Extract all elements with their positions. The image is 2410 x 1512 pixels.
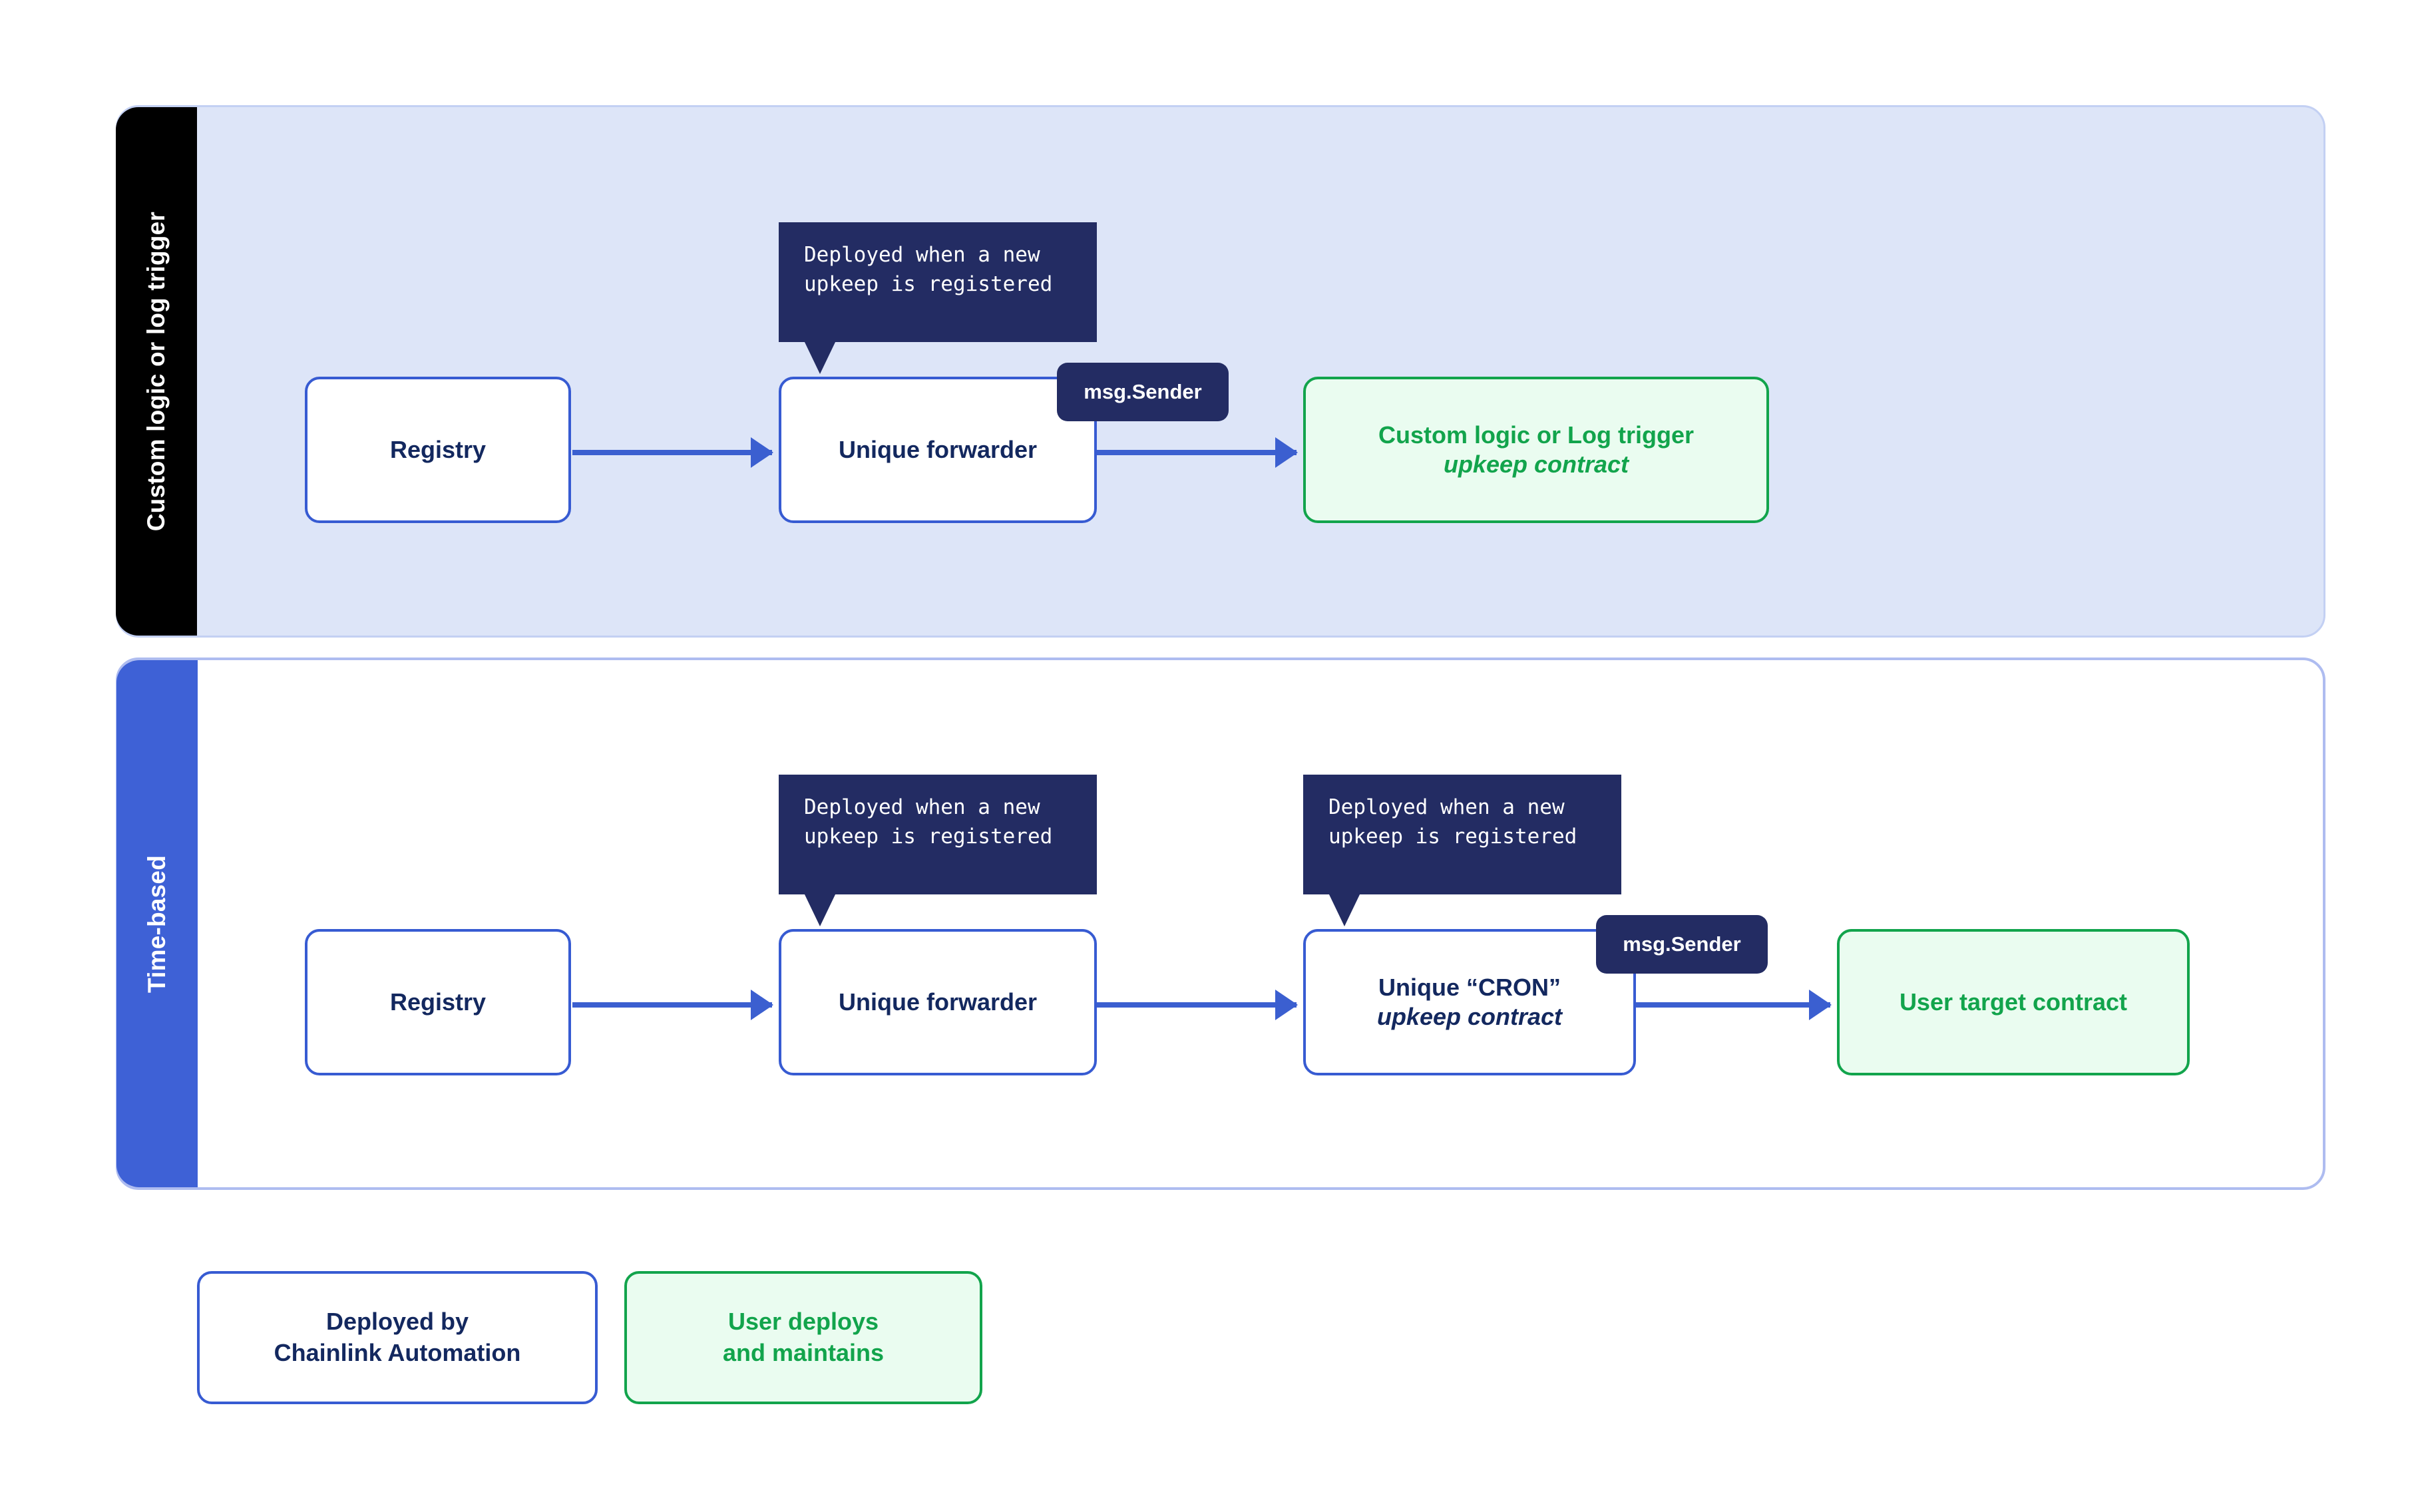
callout-text: Deployed when a new upkeep is registered bbox=[804, 795, 1053, 849]
panel-time-based: Time-based bbox=[116, 658, 2325, 1190]
badge-label: msg.Sender bbox=[1623, 932, 1741, 956]
legend-label-line2: and maintains bbox=[722, 1339, 885, 1366]
callout-tail bbox=[804, 341, 836, 374]
node-unique-forwarder-row2[interactable]: Unique forwarder bbox=[779, 929, 1097, 1075]
node-label-line2: upkeep contract bbox=[1376, 1003, 1563, 1030]
connector-forwarder-to-cron-row2 bbox=[1097, 1002, 1297, 1008]
connector-registry-to-forwarder-row2 bbox=[572, 1002, 772, 1008]
node-label-line1: Unique forwarder bbox=[838, 988, 1038, 1016]
node-label-line2: upkeep contract bbox=[1443, 451, 1629, 478]
legend-label-line2: Chainlink Automation bbox=[274, 1339, 521, 1366]
node-registry-row1[interactable]: Registry bbox=[305, 377, 571, 523]
side-tab-time-based: Time-based bbox=[116, 660, 198, 1187]
callout-tail bbox=[804, 893, 836, 926]
arrowhead-forwarder-to-upkeep bbox=[1275, 437, 1298, 468]
callout-tail bbox=[1328, 893, 1360, 926]
node-upkeep-contract-row1[interactable]: Custom logic or Log trigger upkeep contr… bbox=[1303, 377, 1769, 523]
node-label-line1: Unique forwarder bbox=[838, 436, 1038, 464]
callout-text: Deployed when a new upkeep is registered bbox=[804, 243, 1053, 297]
arrowhead-registry-to-forwarder-row2 bbox=[751, 990, 773, 1020]
side-tab-custom-logic-or-log-trigger: Custom logic or log trigger bbox=[116, 107, 197, 636]
node-unique-forwarder-row1[interactable]: Unique forwarder bbox=[779, 377, 1097, 523]
node-label-line1: Registry bbox=[389, 988, 487, 1016]
arrowhead-registry-to-forwarder bbox=[751, 437, 773, 468]
side-tab-label: Time-based bbox=[143, 854, 170, 993]
callout-unique-forwarder-row1: Deployed when a new upkeep is registered bbox=[779, 222, 1097, 374]
arrowhead-forwarder-to-cron-row2 bbox=[1275, 990, 1298, 1020]
badge-msg-sender-row2: msg.Sender bbox=[1596, 915, 1768, 974]
node-label-line1: Unique “CRON” bbox=[1378, 974, 1561, 1002]
legend-label-line1: User deploys bbox=[727, 1308, 879, 1336]
connector-forwarder-to-upkeep bbox=[1097, 450, 1297, 455]
callout-unique-forwarder-row2: Deployed when a new upkeep is registered bbox=[779, 775, 1097, 926]
connector-registry-to-forwarder bbox=[572, 450, 772, 455]
node-cron-upkeep-contract-row2[interactable]: Unique “CRON” upkeep contract bbox=[1303, 929, 1636, 1075]
legend-user-deploys-and-maintains: User deploys and maintains bbox=[624, 1271, 982, 1404]
node-label-line1: User target contract bbox=[1899, 988, 2128, 1016]
arrowhead-cron-to-target-row2 bbox=[1809, 990, 1832, 1020]
node-label-line1: Custom logic or Log trigger bbox=[1378, 421, 1694, 449]
node-registry-row2[interactable]: Registry bbox=[305, 929, 571, 1075]
node-label-line1: Registry bbox=[389, 436, 487, 464]
legend-label-line1: Deployed by bbox=[325, 1308, 469, 1336]
badge-label: msg.Sender bbox=[1084, 380, 1202, 403]
node-user-target-contract-row2[interactable]: User target contract bbox=[1837, 929, 2190, 1075]
side-tab-label: Custom logic or log trigger bbox=[142, 211, 170, 532]
badge-msg-sender-row1: msg.Sender bbox=[1057, 363, 1229, 421]
callout-text: Deployed when a new upkeep is registered bbox=[1328, 795, 1577, 849]
callout-cron-upkeep-contract-row2: Deployed when a new upkeep is registered bbox=[1303, 775, 1621, 926]
connector-cron-to-target-row2 bbox=[1611, 1002, 1830, 1008]
legend-deployed-by-chainlink-automation: Deployed by Chainlink Automation bbox=[197, 1271, 598, 1404]
